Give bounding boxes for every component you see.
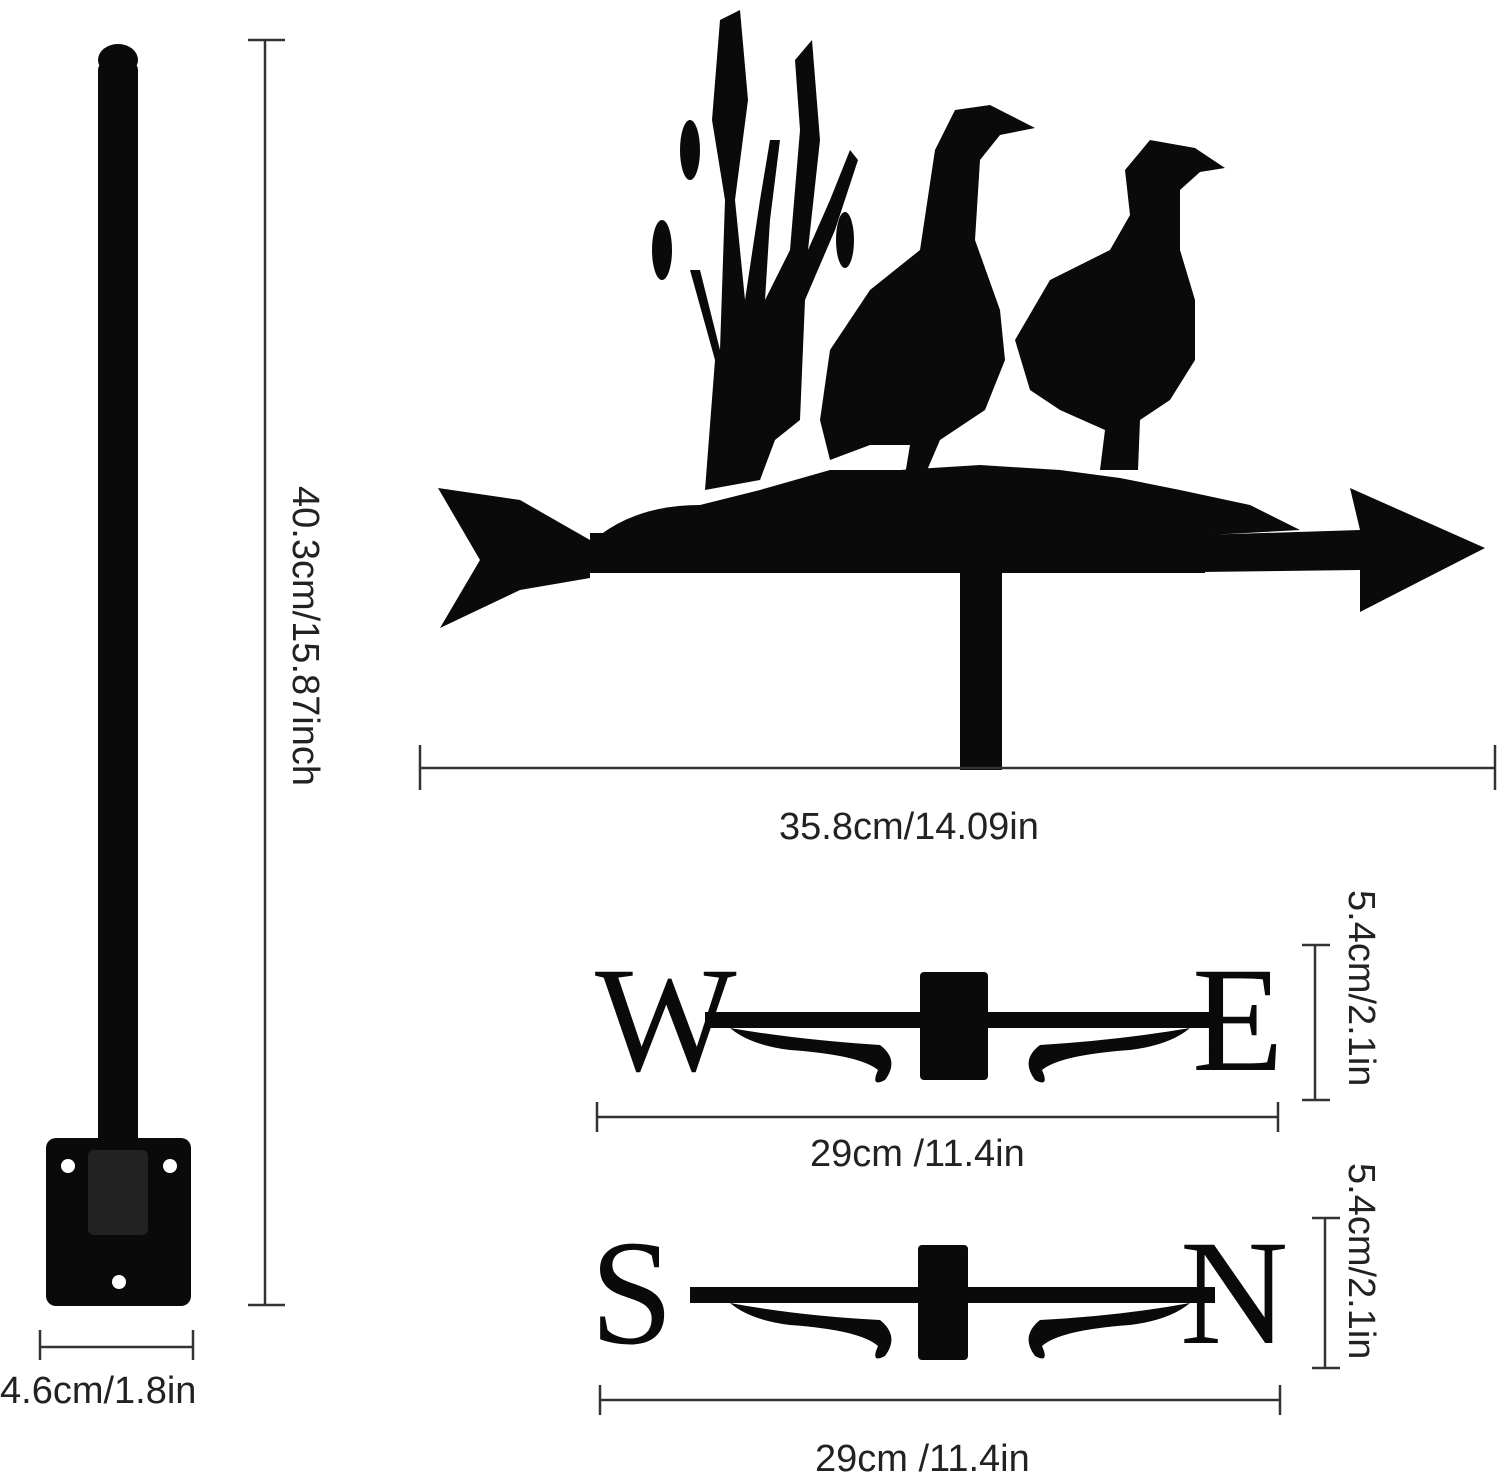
vane-width-label: 35.8cm/14.09in bbox=[779, 806, 1039, 848]
base-width-dimension bbox=[38, 1330, 195, 1360]
weathervane-geese-icon bbox=[438, 10, 1485, 770]
we-height-label: 5.4cm/2.1in bbox=[1340, 890, 1382, 1087]
south-letter: S bbox=[590, 1210, 673, 1376]
sn-width-label: 29cm /11.4in bbox=[815, 1438, 1030, 1480]
direction-arm-we-icon: W E bbox=[595, 937, 1284, 1103]
vane-width-dimension bbox=[418, 745, 1497, 790]
direction-arm-sn-icon: S N bbox=[590, 1210, 1288, 1376]
sn-height-dimension bbox=[1312, 1216, 1340, 1370]
sn-height-label: 5.4cm/2.1in bbox=[1340, 1163, 1382, 1360]
pole-height-label: 40.3cm/15.87inch bbox=[284, 486, 326, 786]
we-width-dimension bbox=[595, 1102, 1280, 1132]
sn-width-dimension bbox=[598, 1385, 1282, 1415]
mounting-pole-icon bbox=[46, 44, 191, 1306]
pole-height-dimension bbox=[248, 38, 285, 1307]
we-height-dimension bbox=[1302, 943, 1330, 1102]
base-width-label: 4.6cm/1.8in bbox=[0, 1370, 197, 1412]
we-width-label: 29cm /11.4in bbox=[810, 1133, 1025, 1175]
